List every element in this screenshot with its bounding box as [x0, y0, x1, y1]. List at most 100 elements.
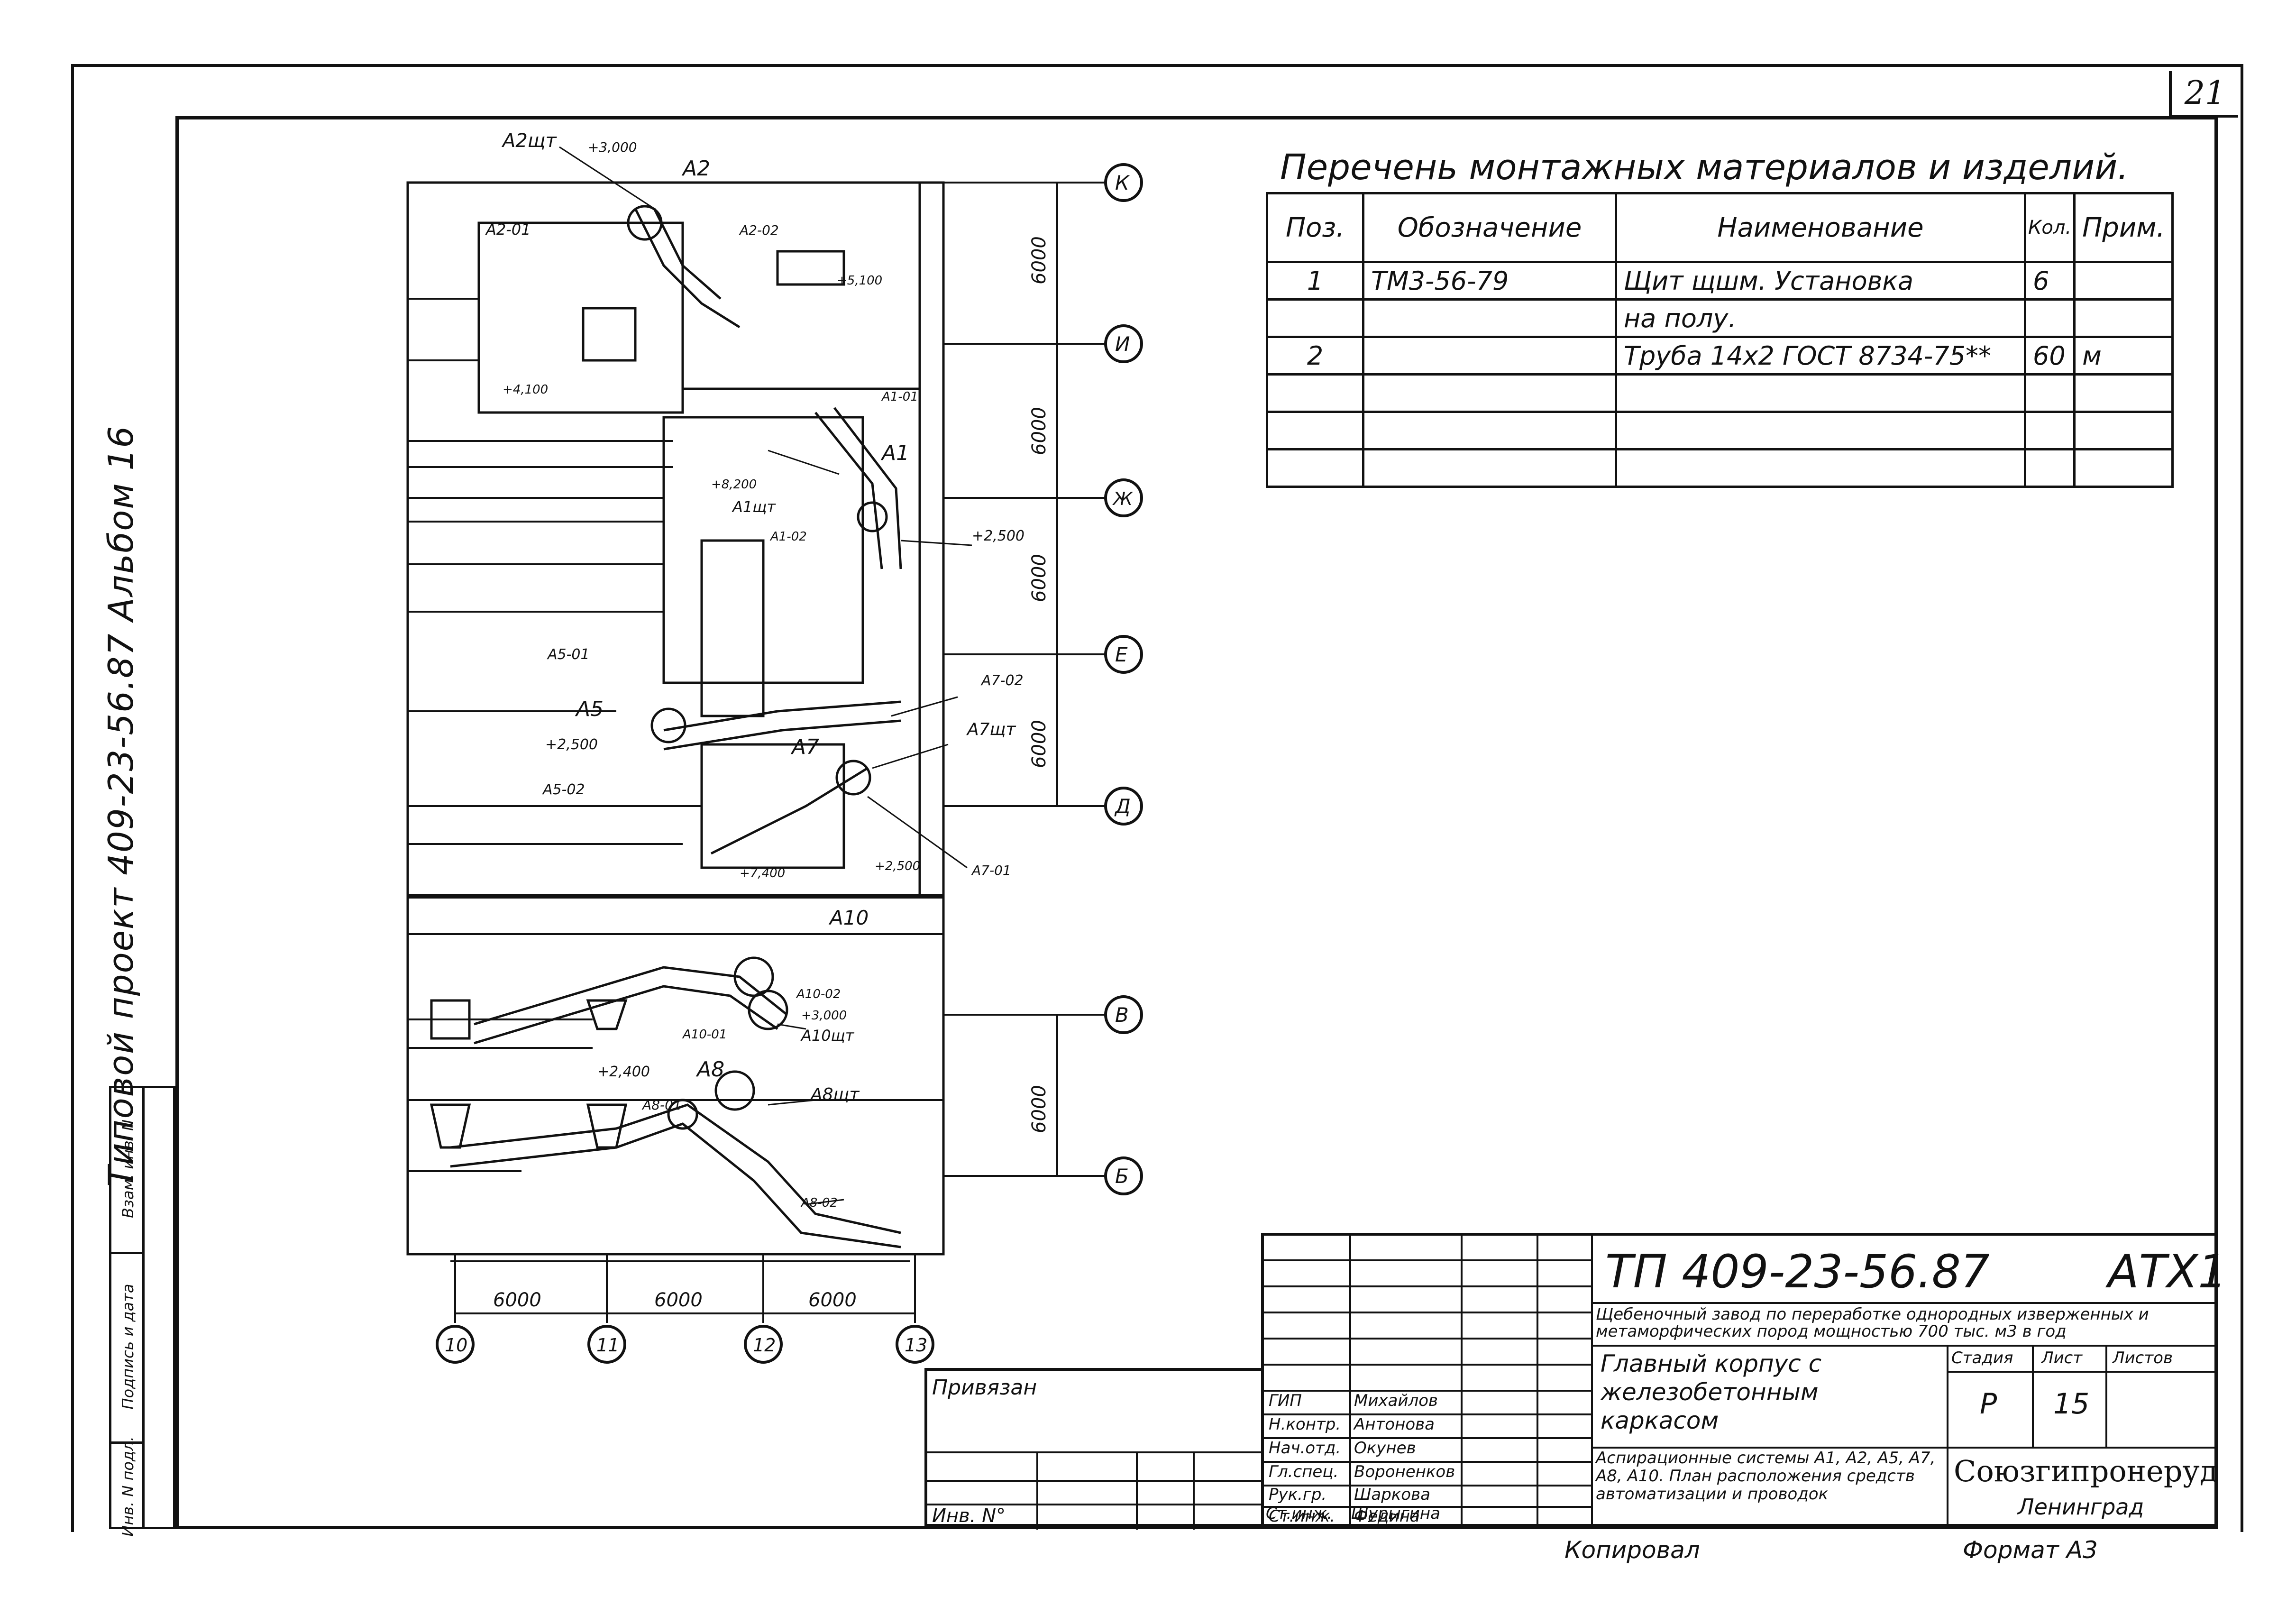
label-a502: А5-02	[542, 781, 585, 798]
label-a202: А2-02	[739, 222, 779, 238]
cell-name: Щит щшм. Установка	[1615, 261, 2026, 301]
header-pos: Поз.	[1266, 192, 1364, 263]
dim-vertical: 6000	[1028, 1085, 1050, 1133]
role: Рук.гр.	[1269, 1485, 1327, 1504]
header-note: Прим.	[2073, 192, 2174, 263]
stage-value: Р	[1980, 1387, 1997, 1421]
sheet-value: 15	[2053, 1387, 2090, 1421]
vertical-dims: 6000 6000 6000 6000 6000	[1028, 236, 1050, 1133]
materials-title: Перечень монтажных материалов и изделий.	[1280, 147, 2129, 188]
dim-vertical: 6000	[1028, 236, 1050, 284]
object-name: Щебеночный завод по переработке однородн…	[1596, 1305, 2149, 1341]
cell-qty: 60	[2023, 336, 2076, 376]
axis-letter: Е	[1115, 643, 1128, 666]
axis-number: 13	[905, 1335, 927, 1356]
label-a5: А5	[575, 697, 604, 721]
label-el: +2,400	[597, 1064, 650, 1080]
cell-code	[1362, 298, 1617, 338]
dim-vertical: 6000	[1028, 720, 1050, 768]
left-stamp-strip: Взам. инв. N Подпись и дата Инв. N подл.	[109, 1086, 175, 1537]
label-el: +2,500	[545, 736, 598, 753]
name-gip: Михайлов	[1354, 1391, 1438, 1410]
dim-vertical: 6000	[1028, 554, 1050, 602]
label-a1001: А10-01	[682, 1028, 727, 1042]
materials-header-row: Поз. Обозначение Наименование Кол. Прим.	[1266, 192, 2174, 263]
label-a10: А10	[828, 906, 869, 929]
sheet-label: Лист	[2041, 1349, 2083, 1367]
cell-pos	[1266, 298, 1364, 338]
name: Окунев	[1354, 1439, 1416, 1458]
document-mark: АТХ1	[2108, 1245, 2227, 1298]
role: Ст.инж.	[1266, 1504, 1333, 1523]
label-a701: А7-01	[971, 862, 1011, 878]
leader-lines	[559, 146, 972, 1205]
role: Ст.инж.	[1269, 1507, 1336, 1526]
dim-horizontal: 6000	[808, 1289, 857, 1311]
city: Ленинград	[2018, 1494, 2144, 1520]
label-a2sht: А2щт	[501, 130, 557, 152]
bottom-axis-lines	[450, 1254, 916, 1323]
label-a1002: А10-02	[796, 987, 841, 1001]
sheets-label: Листов	[2113, 1349, 2173, 1367]
conveyor-lines	[408, 298, 943, 1172]
axis-number: 11	[596, 1335, 619, 1356]
name: Вороненков	[1354, 1462, 1455, 1481]
axis-letter: Д	[1114, 795, 1131, 818]
label-a801: А8-01	[641, 1097, 682, 1113]
label-a201: А2-01	[485, 220, 531, 239]
axis-bubbles	[1104, 163, 1143, 1195]
bottom-axis-bubbles	[436, 1325, 934, 1364]
label-el: +7,400	[740, 866, 785, 881]
label-el: +8,200	[711, 477, 757, 492]
dim-horizontal: 6000	[654, 1289, 703, 1311]
label-a7: А7	[790, 735, 819, 759]
axis-letter: В	[1115, 1003, 1129, 1027]
cell-name: на полу.	[1615, 298, 2026, 338]
cell-pos: 2	[1266, 336, 1364, 376]
axis-letter: Ж	[1112, 488, 1134, 509]
cell-note	[2073, 298, 2174, 338]
materials-table: Поз. Обозначение Наименование Кол. Прим.…	[1266, 192, 2174, 488]
axis-letter: Б	[1115, 1165, 1129, 1188]
cell-pos: 1	[1266, 261, 1364, 301]
cell-name: Труба 14х2 ГОСТ 8734-75**	[1615, 336, 2026, 376]
role: Н.контр.	[1269, 1415, 1341, 1434]
binding-block: Привязан Инв. N°	[924, 1368, 1261, 1530]
axis-lines	[943, 182, 1105, 1177]
label-a2: А2	[681, 156, 710, 181]
sheet-number: 21	[2169, 71, 2238, 118]
axis-number: 10	[445, 1335, 467, 1356]
label-a702: А7-02	[980, 672, 1024, 689]
sheet-outer-frame	[71, 64, 2243, 1532]
label-a1sht: А1щт	[732, 498, 776, 516]
table-row: на полу.	[1266, 298, 2174, 338]
table-row	[1266, 411, 2174, 450]
label-a501: А5-01	[547, 646, 590, 663]
label-a1: А1	[880, 441, 909, 465]
building-name: Главный корпус с железобетонным каркасом	[1601, 1350, 1822, 1434]
label-a102: А1-02	[769, 530, 807, 544]
label-el: +3,000	[801, 1009, 847, 1023]
label-a8sht: А8щт	[810, 1085, 860, 1104]
internal-walls	[477, 183, 921, 896]
name: Шурыгина	[1351, 1504, 1440, 1523]
label-el: +2,500	[875, 859, 920, 873]
building-outline	[406, 181, 945, 1256]
cell-note: м	[2073, 336, 2174, 376]
binding-label: Привязан	[932, 1376, 1037, 1400]
plan-labels: А2щт +3,000 А2 А2-01 А2-02 +5,100 +4,100…	[445, 130, 1134, 1356]
aspiration-ducts	[450, 208, 902, 1248]
header-code: Обозначение	[1362, 192, 1617, 263]
cell-qty	[2023, 298, 2076, 338]
document-code: ТП 409-23-56.87	[1605, 1245, 1990, 1298]
role: Нач.отд.	[1269, 1439, 1341, 1458]
format-label: Формат А3	[1963, 1536, 2098, 1564]
cell-qty: 6	[2023, 261, 2076, 301]
table-row: 1 ТМ3-56-79 Щит щшм. Установка 6	[1266, 261, 2174, 301]
header-qty: Кол.	[2023, 192, 2076, 263]
cell-code	[1362, 336, 1617, 376]
aspiration-units	[430, 205, 888, 1149]
label-el: +3,000	[588, 139, 637, 155]
name: Антонова	[1354, 1415, 1435, 1434]
header-name: Наименование	[1615, 192, 2026, 263]
